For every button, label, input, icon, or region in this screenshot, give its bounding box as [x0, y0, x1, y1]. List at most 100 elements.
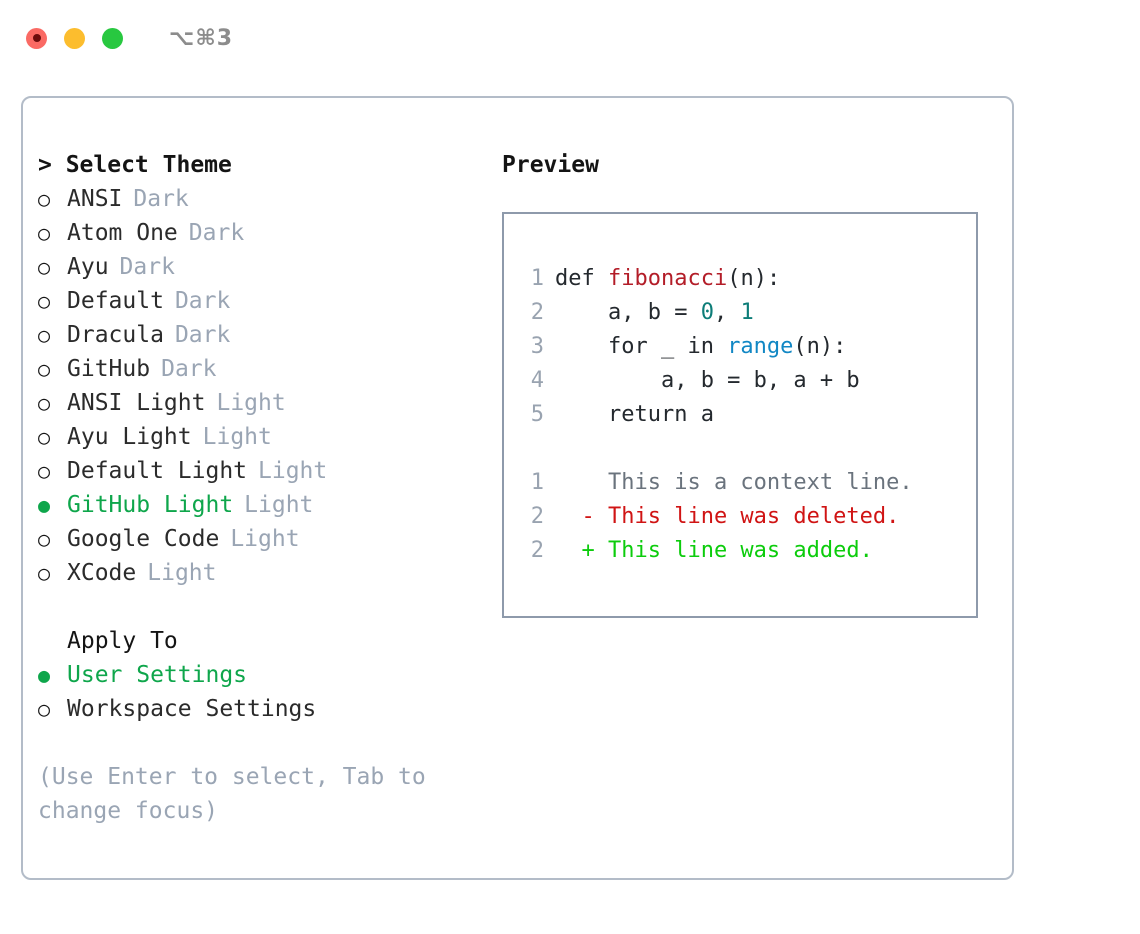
radio-unselected-icon: ○	[38, 255, 51, 279]
diff-line-number: 2	[530, 504, 544, 529]
radio-unselected-icon: ○	[38, 221, 51, 245]
theme-option-label: Ayu	[67, 254, 109, 280]
theme-option-label: Default Light	[67, 458, 248, 484]
theme-option-tag: Light	[258, 458, 328, 484]
diff-line-ctx: 1 This is a context line.	[522, 466, 976, 500]
apply-to-list[interactable]: ● User Settings ○ Workspace Settings	[38, 658, 478, 726]
apply-to-option[interactable]: ○ Workspace Settings	[38, 692, 478, 726]
code-line: 4 a, b = b, a + b	[522, 364, 976, 398]
apply-to-header: Apply To	[67, 628, 178, 654]
close-button[interactable]	[26, 27, 47, 49]
diff-line-text: + This line was added.	[555, 538, 873, 563]
preview-title: Preview	[502, 152, 599, 178]
keyboard-hint-text: (Use Enter to select, Tab to change focu…	[38, 764, 426, 824]
radio-unselected-icon: ○	[38, 697, 51, 721]
theme-option[interactable]: ○ Default Light Light	[38, 454, 478, 488]
theme-option-label: GitHub Light	[67, 492, 234, 518]
select-theme-header: > Select Theme	[38, 152, 232, 178]
theme-option[interactable]: ○ Atom One Dark	[38, 216, 478, 250]
title-bar: ⌥⌘3	[0, 0, 1140, 76]
theme-option-label: Ayu Light	[67, 424, 192, 450]
apply-to-option-label: Workspace Settings	[67, 696, 317, 722]
theme-option-label: GitHub	[67, 356, 151, 382]
code-token-plain: a, b =	[555, 300, 701, 325]
theme-option[interactable]: ○ Dracula Dark	[38, 318, 478, 352]
theme-option[interactable]: ○ ANSI Light Light	[38, 386, 478, 420]
code-token-num: 0	[700, 300, 714, 325]
theme-option-tag: Dark	[174, 288, 231, 314]
code-line: 5 return a	[522, 398, 976, 432]
theme-option[interactable]: ○ XCode Light	[38, 556, 478, 590]
theme-option-tag: Dark	[133, 186, 189, 212]
theme-option-label: ANSI	[67, 186, 123, 212]
code-token-fn: fibonacci	[607, 266, 728, 291]
traffic-lights	[26, 27, 123, 49]
keyboard-shortcut-label: ⌥⌘3	[169, 25, 234, 51]
theme-option-tag: Dark	[188, 220, 245, 246]
theme-option-label: XCode	[67, 560, 137, 586]
theme-option-tag: Dark	[119, 254, 175, 280]
radio-unselected-icon: ○	[38, 357, 51, 381]
theme-option[interactable]: ○ GitHub Dark	[38, 352, 478, 386]
theme-option[interactable]: ○ Ayu Light Light	[38, 420, 478, 454]
radio-selected-icon: ●	[38, 663, 51, 687]
code-token-plain: (n):	[793, 334, 847, 359]
diff-line-text: This is a context line.	[555, 470, 913, 495]
code-token-plain: a, b = b, a + b	[555, 368, 860, 393]
code-line: 2 a, b = 0, 1	[522, 296, 976, 330]
code-line: 3 for _ in range(n):	[522, 330, 976, 364]
theme-option-tag: Light	[216, 390, 286, 416]
code-token-plain: for _ in	[555, 334, 728, 359]
diff-sample: 1 This is a context line.2 - This line w…	[522, 466, 976, 568]
minimize-button[interactable]	[64, 27, 85, 49]
theme-option[interactable]: ○ Google Code Light	[38, 522, 478, 556]
diff-line-number: 1	[530, 470, 544, 495]
radio-unselected-icon: ○	[38, 459, 51, 483]
radio-unselected-icon: ○	[38, 391, 51, 415]
theme-option-tag: Light	[147, 560, 217, 586]
theme-option-label: ANSI Light	[67, 390, 206, 416]
theme-option-tag: Dark	[161, 356, 217, 382]
code-line-number: 4	[530, 368, 544, 393]
theme-option-label: Google Code	[67, 526, 220, 552]
radio-unselected-icon: ○	[38, 527, 51, 551]
theme-option-tag: Light	[230, 526, 300, 552]
code-line-number: 1	[530, 266, 544, 291]
code-token-kw: def	[555, 266, 608, 291]
code-token-builtin: range	[727, 334, 794, 359]
diff-line-number: 2	[530, 538, 544, 563]
theme-option-label: Atom One	[67, 220, 178, 246]
theme-option[interactable]: ○ Default Dark	[38, 284, 478, 318]
code-line-number: 2	[530, 300, 544, 325]
radio-unselected-icon: ○	[38, 187, 51, 211]
diff-line-add: 2 + This line was added.	[522, 534, 976, 568]
radio-unselected-icon: ○	[38, 289, 51, 313]
radio-unselected-icon: ○	[38, 561, 51, 585]
apply-to-option[interactable]: ● User Settings	[38, 658, 478, 692]
theme-option-tag: Dark	[174, 322, 231, 348]
diff-line-text: - This line was deleted.	[555, 504, 900, 529]
theme-option-label: Dracula	[67, 322, 164, 348]
theme-option[interactable]: ○ ANSI Dark	[38, 182, 478, 216]
code-token-plain: return a	[555, 402, 714, 427]
apply-to-option-label: User Settings	[67, 662, 248, 688]
code-diff-gap	[522, 432, 976, 466]
radio-unselected-icon: ○	[38, 425, 51, 449]
theme-option-tag: Light	[202, 424, 272, 450]
theme-option[interactable]: ○ Ayu Dark	[38, 250, 478, 284]
code-token-num: 1	[740, 300, 754, 325]
radio-unselected-icon: ○	[38, 323, 51, 347]
diff-line-del: 2 - This line was deleted.	[522, 500, 976, 534]
theme-option-label: Default	[67, 288, 164, 314]
maximize-button[interactable]	[102, 27, 123, 49]
list-spacer	[38, 590, 478, 624]
